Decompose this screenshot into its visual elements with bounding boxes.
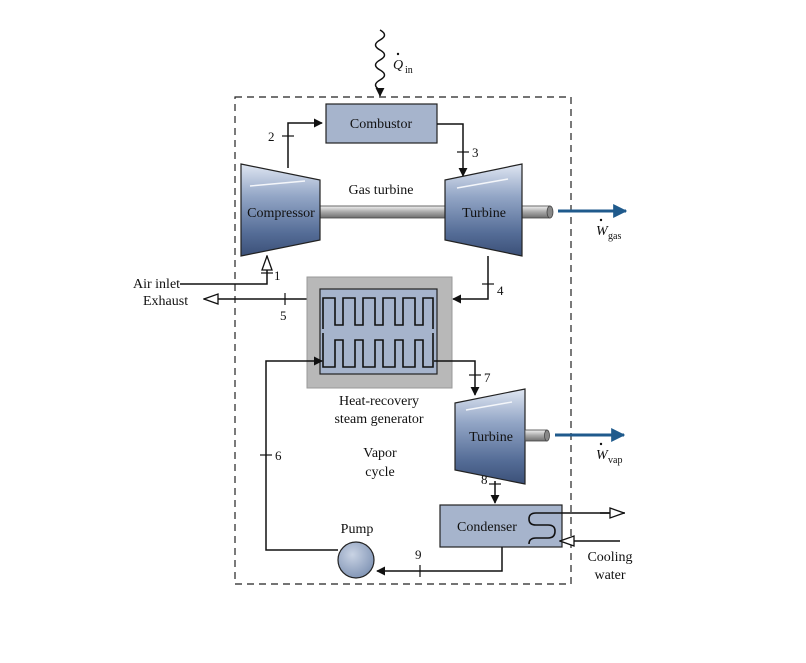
svg-text:gas: gas: [608, 231, 621, 242]
cooling-water-label-1: Cooling: [587, 550, 632, 565]
exhaust-label: Exhaust: [143, 294, 188, 309]
hrsg-coil-upper: [322, 297, 434, 329]
state-7-label: 7: [484, 370, 491, 385]
svg-text:in: in: [405, 65, 413, 76]
condenser-coil: [528, 512, 625, 545]
state-4-label: 4: [497, 283, 504, 298]
svg-text:W: W: [596, 448, 609, 463]
svg-text:Q: Q: [393, 58, 403, 73]
system-boundary: [234, 96, 572, 585]
pump: [337, 541, 375, 579]
state-1-label: 1: [274, 268, 281, 283]
condenser-label: Condenser: [457, 520, 517, 535]
state-3-label: 3: [472, 145, 479, 160]
heat-input-squiggle: [374, 29, 386, 97]
line-state-4: [452, 256, 489, 304]
combustor-label: Combustor: [350, 117, 413, 132]
state-8-label: 8: [481, 472, 488, 487]
gas-turbine-label: Gas turbine: [349, 183, 414, 198]
line-air-inlet: [180, 256, 267, 285]
state-6-label: 6: [275, 448, 282, 463]
gas-turbine-name-label: Turbine: [462, 206, 506, 221]
state-2-label: 2: [268, 129, 275, 144]
compressor: [240, 163, 321, 257]
steam-turbine: [454, 388, 526, 485]
svg-text:vap: vap: [608, 455, 622, 466]
hrsg-label-1: Heat-recovery: [339, 394, 419, 409]
w-gas-label: W gas: [596, 218, 621, 242]
q-in-label: Q in: [393, 52, 413, 76]
w-vap-label: W vap: [596, 442, 622, 466]
hrsg-core: [319, 288, 438, 375]
cooling-water-label-2: water: [594, 568, 625, 583]
state-9-label: 9: [415, 547, 422, 562]
hrsg-coil-lower: [322, 333, 434, 368]
line-state-3: [437, 123, 468, 177]
line-state-7: [434, 360, 480, 396]
condenser: [439, 504, 563, 548]
steam-turbine-label: Turbine: [469, 430, 513, 445]
compressor-label: Compressor: [247, 206, 315, 221]
line-state-2: [287, 118, 323, 168]
pump-label: Pump: [341, 522, 374, 537]
line-state-9: [376, 547, 503, 576]
hrsg-label-2: steam generator: [334, 412, 423, 427]
svg-text:W: W: [596, 224, 609, 239]
steam-shaft: [524, 429, 548, 442]
vapor-cycle-label-1: Vapor: [363, 446, 397, 461]
vapor-cycle-label-2: cycle: [365, 465, 395, 480]
air-inlet-label: Air inlet: [133, 277, 180, 292]
combustor: [325, 103, 438, 144]
state-5-label: 5: [280, 308, 287, 323]
